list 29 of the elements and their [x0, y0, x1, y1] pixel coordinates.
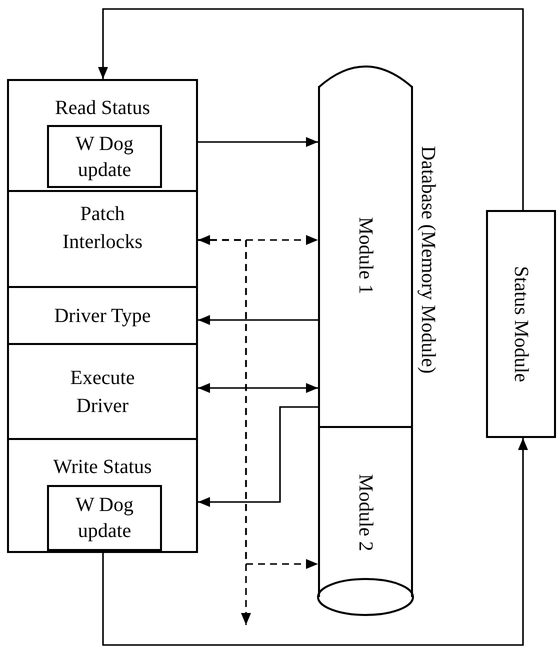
- box-label: W Dog update: [74, 132, 134, 182]
- inner-box: [47, 125, 162, 188]
- box-label: Read Status: [55, 96, 150, 121]
- arrow: [198, 315, 318, 325]
- box-label: Write Status: [53, 455, 152, 480]
- dashed-arrow: [198, 235, 318, 245]
- box-label: Driver Type: [54, 304, 151, 328]
- process-box: [7, 343, 198, 440]
- module-box: [486, 210, 556, 438]
- process-box: [7, 79, 198, 192]
- inner-box: [47, 485, 162, 551]
- dashed-arrow: [198, 239, 251, 625]
- box-label: W Dog update: [74, 493, 134, 544]
- module-section: [318, 86, 413, 426]
- arrow: [98, 8, 524, 210]
- arrow: [102, 438, 528, 646]
- box-label: Module 1: [354, 217, 378, 295]
- database-label: Database (Memory Module): [416, 146, 440, 374]
- arrow: [198, 137, 318, 147]
- box-label: Patch Interlocks: [62, 202, 144, 255]
- arrow: [198, 406, 318, 507]
- arrow: [198, 383, 318, 393]
- process-box: [7, 286, 198, 345]
- box-label: Execute Driver: [69, 366, 136, 418]
- box-label: Status Module: [509, 266, 533, 382]
- box-label: Module 2: [354, 474, 378, 552]
- module-section: [318, 426, 413, 597]
- process-box: [7, 438, 198, 553]
- process-box: [7, 190, 198, 288]
